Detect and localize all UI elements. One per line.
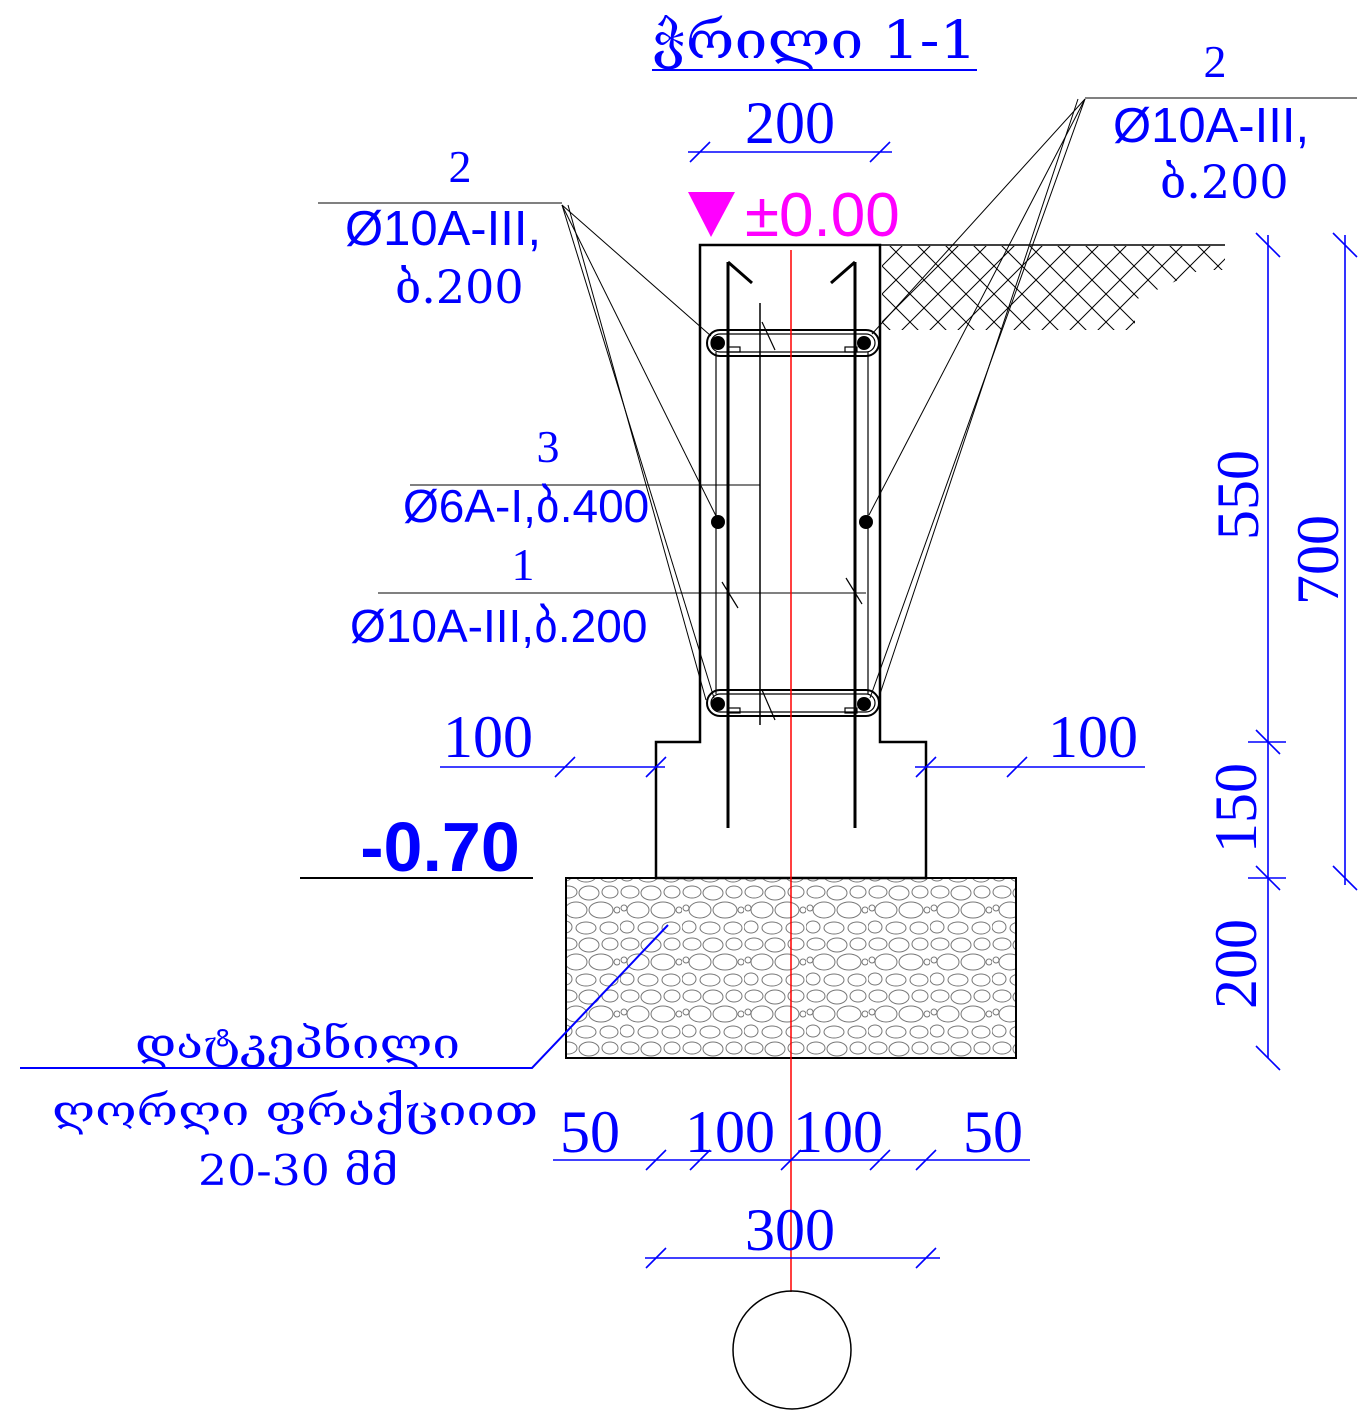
dim-total-height-tick-2 — [1332, 865, 1358, 891]
soil-hatch — [882, 246, 1225, 330]
dim-step-right-tick-2 — [1006, 756, 1028, 778]
stirrup-top-slash — [761, 321, 776, 351]
dim-bottom-chain-text-4: 50 — [963, 1099, 1023, 1165]
axis-marker-circle — [732, 1290, 852, 1410]
right-rebar-spec: Ø10A-III, — [1113, 99, 1309, 153]
base-note-line-2: ღორღი ფრაქციით — [52, 1086, 538, 1135]
dim-bottom-chain-tick-4 — [869, 1149, 891, 1171]
left-rebar-mark: 2 — [449, 141, 472, 192]
dim-bottom-chain-tick-5 — [915, 1149, 937, 1171]
dim-footing-height-text: 150 — [1203, 763, 1269, 853]
dim-footing-width-text: 300 — [745, 1197, 835, 1263]
right-fan-leader-2 — [868, 98, 1086, 516]
left-fan-leader-4 — [567, 204, 707, 701]
base-note-line-1: დატკეპნილი — [135, 1019, 460, 1068]
level-bottom-text: -0.70 — [360, 808, 520, 886]
stirrup-top-outer — [706, 329, 880, 357]
transverse-spec: Ø10A-III,ბ.200 — [350, 600, 647, 652]
dim-step-right-text: 100 — [1048, 704, 1138, 770]
stirrup-top-mark-left — [727, 346, 741, 353]
left-fan-leader-1 — [561, 204, 712, 337]
transverse-mark: 1 — [512, 539, 535, 590]
dim-wall-height-text: 550 — [1205, 450, 1271, 540]
right-fan-leader-1 — [871, 98, 1086, 335]
level-top-text: ±0.00 — [745, 181, 900, 250]
level-triangle-icon — [688, 192, 735, 237]
stirrup-top-mark-right — [844, 346, 858, 353]
dim-step-left-tick-1 — [554, 756, 576, 778]
stirrup-mark: 3 — [537, 421, 560, 472]
stirrup-top-inner — [710, 333, 876, 353]
dim-wall-width-tick-left — [689, 141, 711, 163]
stirrup-bottom-outer — [706, 689, 880, 717]
right-fan-leader-4 — [877, 98, 1079, 701]
dim-total-height-text: 700 — [1285, 515, 1351, 605]
dim-total-height-tick-1 — [1332, 232, 1358, 258]
left-fan-leader-3 — [561, 204, 715, 699]
stirrup-bottom-mark-left — [727, 707, 741, 714]
transverse-bar-slash-right — [845, 577, 863, 605]
dim-vertical-chain-tick-1 — [1255, 232, 1281, 258]
stirrup-bottom-inner — [710, 693, 876, 713]
left-rebar-spacing: ბ.200 — [395, 260, 524, 314]
dim-bottom-chain-tick-1 — [645, 1149, 667, 1171]
dim-wall-width-tick-right — [869, 141, 891, 163]
left-rebar-spec: Ø10A-III, — [345, 202, 541, 256]
rebar-dot-mid-left — [711, 515, 725, 529]
rebar-dot-top-left — [711, 336, 725, 350]
dim-step-left-text: 100 — [443, 704, 533, 770]
dim-bottom-chain-text-2: 100 — [685, 1099, 775, 1165]
dim-footing-width-tick-1 — [645, 1247, 667, 1269]
rebar-dot-top-right — [857, 336, 871, 350]
rebar-right-hook — [830, 260, 856, 285]
base-note-line-3: 20-30 მმ — [198, 1146, 398, 1195]
rebar-dot-bottom-left — [711, 697, 725, 711]
section-title: ჭრილი 1-1 — [652, 11, 977, 71]
stirrup-spec: Ø6A-I,ბ.400 — [403, 480, 649, 532]
rebar-dot-bottom-right — [857, 697, 871, 711]
dim-vertical-chain-tick-4 — [1255, 1045, 1281, 1071]
dim-bed-height-text: 200 — [1203, 919, 1269, 1009]
right-rebar-spacing: ბ.200 — [1160, 155, 1289, 209]
transverse-bar-slash-left — [721, 581, 739, 609]
dim-step-right-tick-1 — [915, 756, 937, 778]
rebar-left-hook — [727, 260, 753, 285]
stirrup-bottom-mark-right — [844, 707, 858, 714]
right-rebar-mark: 2 — [1204, 36, 1227, 87]
stirrup-bottom-slash — [761, 689, 776, 721]
dim-footing-width-tick-2 — [915, 1247, 937, 1269]
dim-bottom-chain-text-1: 50 — [560, 1099, 620, 1165]
rebar-dot-mid-right — [859, 515, 873, 529]
dim-bottom-chain-tick-3 — [780, 1149, 802, 1171]
right-fan-leader-3 — [869, 98, 1086, 699]
base-note-leader — [20, 924, 669, 1069]
dim-bottom-chain-tick-2 — [689, 1149, 711, 1171]
left-fan-leader-2 — [561, 204, 717, 517]
dim-wall-width-text: 200 — [745, 90, 835, 156]
dim-bottom-chain-text-3: 100 — [793, 1099, 883, 1165]
wall-footing-outline — [654, 243, 928, 880]
dim-step-left-tick-2 — [645, 756, 667, 778]
